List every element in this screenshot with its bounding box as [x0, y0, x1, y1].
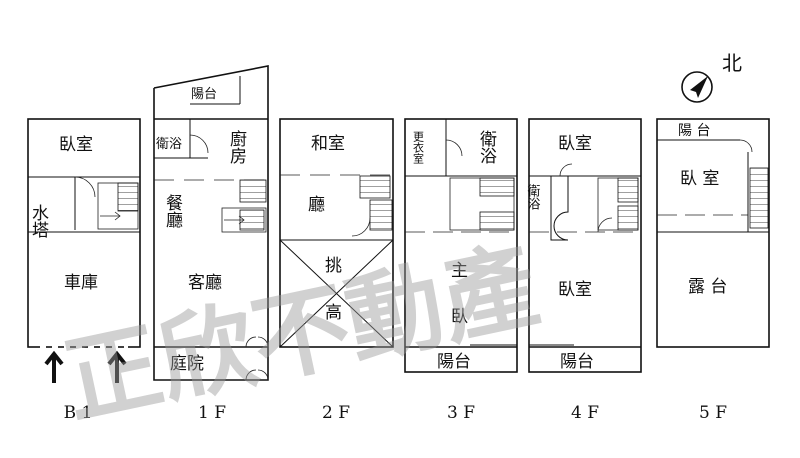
2f-void-label-2: 高 [325, 303, 342, 323]
b1-bedroom-label: 臥室 [59, 135, 93, 155]
2f-stairs-icon [359, 175, 391, 199]
b1-stairs-icon [117, 182, 139, 212]
2f-outline [279, 118, 394, 348]
4f-stairs-icon [617, 177, 639, 203]
floor-b1: 臥室 水塔 車庫 B 1 [27, 118, 141, 423]
4f-floor-label: 4 F [571, 403, 599, 423]
compass: 北 [681, 51, 742, 103]
3f-master-label-2: 臥 [451, 307, 468, 327]
b1-outline [27, 118, 141, 348]
compass-circle-icon [681, 71, 713, 103]
1f-kitchen-label: 廚房 [226, 129, 247, 165]
floor-1f: 陽台 衛浴 廚房 餐廳 客廳 庭院 1 F [153, 65, 269, 423]
1f-living-label: 客廳 [188, 273, 222, 293]
5f-outline [656, 118, 770, 348]
b1-water-tower-label: 水塔 [28, 204, 49, 238]
2f-floor-label: 2 F [322, 403, 350, 423]
4f-outline [528, 118, 642, 373]
3f-floor-label: 3 F [447, 403, 475, 423]
1f-floor-label: 1 F [198, 403, 226, 423]
1f-courtyard-label: 庭院 [170, 354, 204, 374]
1f-stairs-icon [239, 179, 267, 203]
4f-bathroom-label: 衛浴 [525, 184, 541, 210]
3f-bathroom-label: 衛浴 [476, 130, 497, 164]
floor-2f: 和室 廳 挑 高 2 F [279, 118, 394, 423]
compass-label: 北 [722, 51, 742, 75]
5f-balcony-label: 陽 台 [678, 123, 710, 139]
entry-arrow-icon [44, 350, 64, 383]
2f-void-label-1: 挑 [325, 256, 342, 276]
3f-stairs-icon [479, 177, 515, 197]
floor-5f: 陽 台 臥 室 露 台 5 F [656, 118, 770, 423]
north-arrow-icon [690, 76, 708, 98]
3f-master-label-1: 主 [451, 261, 468, 281]
3f-outline [404, 118, 518, 373]
4f-balcony-label: 陽台 [560, 352, 594, 372]
2f-tatami-label: 和室 [311, 134, 345, 154]
b1-floor-label: B 1 [64, 403, 93, 423]
5f-terrace-label: 露 台 [688, 277, 727, 297]
4f-bedroom-top-label: 臥室 [558, 134, 592, 154]
5f-floor-label: 5 F [699, 403, 727, 423]
entry-arrow-icon [107, 350, 127, 383]
b1-garage-label: 車庫 [64, 273, 98, 293]
3f-closet-label: 更衣室 [412, 131, 425, 164]
5f-stairs-icon [749, 167, 769, 229]
3f-balcony-label: 陽台 [437, 352, 471, 372]
1f-balcony-label: 陽台 [191, 87, 217, 102]
1f-outline [153, 65, 269, 381]
5f-bedroom-label: 臥 室 [680, 169, 719, 189]
floor-3f: 更衣室 衛浴 主 臥 陽台 3 F [404, 118, 518, 423]
1f-bathroom-label: 衛浴 [156, 137, 182, 152]
1f-dining-label: 餐廳 [162, 194, 183, 228]
2f-hall-label: 廳 [308, 195, 325, 215]
4f-bedroom-main-label: 臥室 [558, 280, 592, 300]
floor-4f: 臥室 衛浴 臥室 陽台 4 F [525, 118, 642, 423]
